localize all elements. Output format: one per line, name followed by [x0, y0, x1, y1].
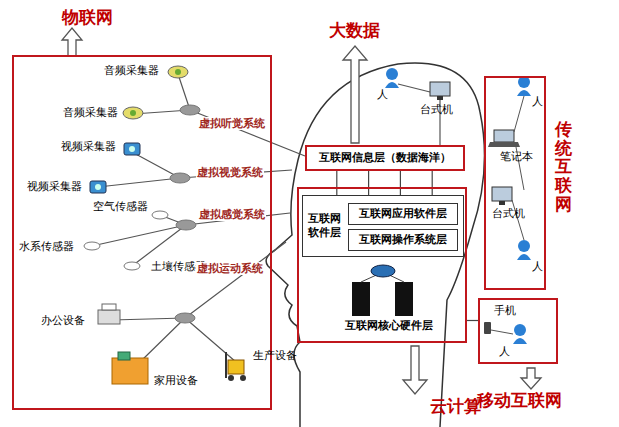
region-title: 移动互联网 — [477, 390, 562, 411]
layer-label: 互联网核心硬件层 — [345, 319, 433, 333]
device-label: 手机 — [493, 304, 517, 317]
device-label: 办公设备 — [40, 314, 86, 327]
home-device — [112, 352, 148, 384]
up-arrow — [62, 28, 82, 56]
layer-box: 互联网操作系统层 — [348, 229, 458, 251]
device-label: 台式机 — [419, 103, 454, 116]
layer-label: 互联网应用软件层 — [359, 207, 447, 221]
device-label: 人 — [498, 345, 511, 358]
region-box: 传统互联网 — [484, 76, 546, 290]
servers — [352, 265, 413, 316]
device-label: 人 — [531, 260, 544, 273]
layer-label: 互联网操作系统层 — [359, 233, 447, 247]
device-label: 水系传感器 — [18, 240, 75, 253]
device-label: 音频采集器 — [62, 106, 119, 119]
layer-box: 互联网信息层（数据海洋） — [305, 145, 465, 171]
region-box: 移动互联网 — [478, 298, 558, 364]
device-label: 音频采集器 — [103, 64, 160, 77]
region-box: 物联网 — [12, 55, 272, 410]
system-name: 虚拟感觉系统 — [198, 208, 266, 221]
system-name: 虚拟听觉系统 — [198, 117, 266, 130]
device-label: 视频采集器 — [60, 140, 117, 153]
connector — [400, 171, 401, 195]
device-label: 家用设备 — [153, 374, 199, 387]
layer-label: 互联网信息层（数据海洋） — [319, 151, 451, 165]
layer-label: 互联网软件层 — [308, 212, 341, 240]
device-label: 空气传感器 — [92, 200, 149, 213]
connector — [368, 171, 369, 195]
system-name: 虚拟运动系统 — [196, 262, 264, 275]
device-label: 人 — [376, 88, 389, 101]
layer-box: 互联网应用软件层 — [348, 203, 458, 225]
connector — [467, 320, 478, 321]
down-arrow — [403, 346, 427, 394]
head-outline — [266, 63, 484, 427]
connector — [432, 171, 433, 195]
device-label: 生产设备 — [252, 349, 298, 362]
device-label: 人 — [531, 95, 544, 108]
office-printer — [98, 304, 120, 324]
system-name: 虚拟视觉系统 — [196, 166, 264, 179]
region-title: 物联网 — [62, 7, 113, 28]
down-arrow — [521, 368, 541, 389]
heading: 大数据 — [328, 20, 381, 40]
layer-box: 互联网应用软件层互联网操作系统层 互联网软件层 — [302, 195, 464, 257]
device-label: 笔记本 — [499, 150, 534, 163]
hubs — [170, 105, 200, 323]
connector — [336, 171, 337, 195]
device-label: 台式机 — [491, 207, 526, 220]
forklift — [226, 352, 246, 381]
region-title: 传统互联网 — [555, 120, 572, 213]
device-label: 视频采集器 — [26, 180, 83, 193]
heading: 云计算 — [429, 396, 482, 416]
up-arrow — [343, 46, 367, 143]
layer-box: 互联网应用软件层互联网操作系统层 互联网软件层互联网核心硬件层 — [297, 187, 467, 343]
